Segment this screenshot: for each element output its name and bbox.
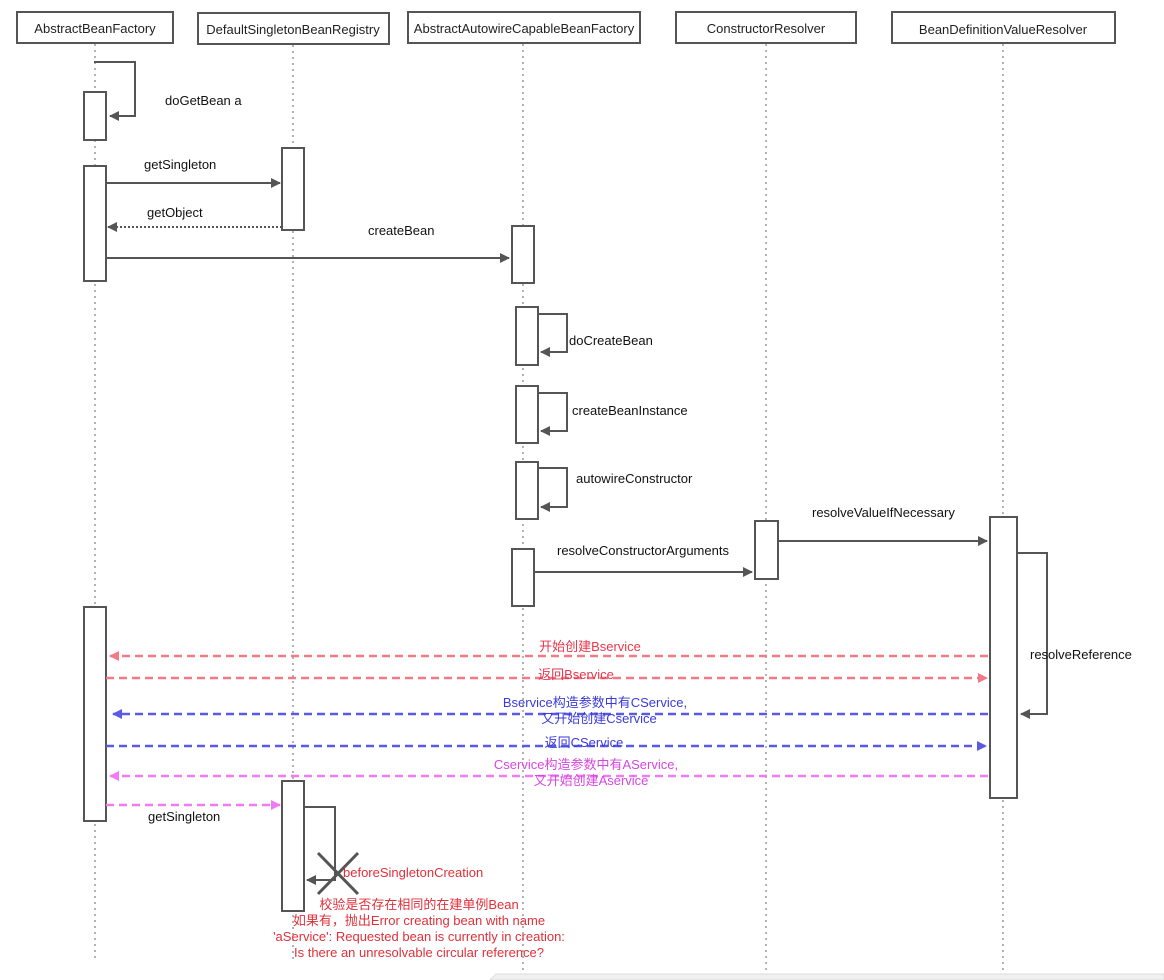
message-autowire-constructor: autowireConstructor xyxy=(576,471,693,486)
message-do-create-bean: doCreateBean xyxy=(569,333,653,348)
self-call-arrow xyxy=(538,392,568,436)
message-before-singleton-creation: beforeSingletonCreation xyxy=(343,865,483,880)
participant-bean-definition-value-resolver: BeanDefinitionValueResolver xyxy=(891,11,1116,44)
message-cservice-has-aservice: Cservice构造参数中有AService, xyxy=(494,757,678,772)
destroy-cross-icon xyxy=(316,851,360,896)
note-line-2: 如果有，抛出Error creating bean with name xyxy=(293,913,545,928)
note-line-1: 校验是否存在相同的在建单例Bean xyxy=(319,897,518,912)
error-note: 校验是否存在相同的在建单例Bean 如果有，抛出Error creating b… xyxy=(273,897,565,960)
participant-abstract-bean-factory: AbstractBeanFactory xyxy=(16,11,174,44)
activation-bar xyxy=(281,780,305,912)
message-bservice-has-cservice: Bservice构造参数中有CService, xyxy=(503,695,687,710)
message-start-aservice: 又开始创建Aservice xyxy=(534,773,649,788)
self-call-arrow xyxy=(538,313,568,357)
self-call-arrow xyxy=(1017,552,1048,719)
activation-bar xyxy=(83,606,107,822)
participant-label: AbstractAutowireCapableBeanFactory xyxy=(414,21,635,36)
message-resolve-constructor-arguments: resolveConstructorArguments xyxy=(557,543,729,558)
participant-constructor-resolver: ConstructorResolver xyxy=(675,11,857,44)
message-do-get-bean: doGetBean a xyxy=(165,93,242,108)
message-return-bservice: 返回Bservice xyxy=(538,667,614,682)
activation-bar xyxy=(511,225,535,284)
note-line-3: 'aService': Requested bean is currently … xyxy=(273,929,565,944)
page-edge xyxy=(489,973,1164,980)
activation-bar xyxy=(515,385,539,444)
activation-bar xyxy=(515,306,539,366)
message-create-bean: createBean xyxy=(368,223,435,238)
message-create-bean-instance: createBeanInstance xyxy=(572,403,688,418)
self-call-arrow xyxy=(94,61,136,121)
activation-bar xyxy=(754,520,779,580)
activation-bar xyxy=(83,165,107,282)
activation-bar xyxy=(989,516,1018,799)
self-call-arrow xyxy=(304,806,336,885)
activation-bar xyxy=(511,548,535,607)
participant-label: ConstructorResolver xyxy=(707,21,826,36)
participant-label: DefaultSingletonBeanRegistry xyxy=(206,22,380,37)
self-call-arrow xyxy=(538,467,568,512)
participant-label: AbstractBeanFactory xyxy=(34,21,156,36)
participant-label: BeanDefinitionValueResolver xyxy=(919,22,1088,37)
activation-bar xyxy=(281,147,305,231)
participant-default-singleton-bean-registry: DefaultSingletonBeanRegistry xyxy=(197,12,390,45)
message-get-singleton: getSingleton xyxy=(144,157,216,172)
participant-abstract-autowire-capable-bean-factory: AbstractAutowireCapableBeanFactory xyxy=(407,11,641,44)
note-line-4: Is there an unresolvable circular refere… xyxy=(294,945,544,960)
message-start-cservice: 又开始创建Cservice xyxy=(541,711,657,726)
message-get-object: getObject xyxy=(147,205,203,220)
message-return-cservice: 返回CService xyxy=(545,735,624,750)
activation-bar xyxy=(515,461,539,520)
message-start-bservice: 开始创建Bservice xyxy=(539,639,641,654)
activation-bar xyxy=(83,91,107,141)
message-resolve-reference: resolveReference xyxy=(1030,647,1132,662)
message-get-singleton-2: getSingleton xyxy=(148,809,220,824)
message-resolve-value-if-necessary: resolveValueIfNecessary xyxy=(812,505,955,520)
